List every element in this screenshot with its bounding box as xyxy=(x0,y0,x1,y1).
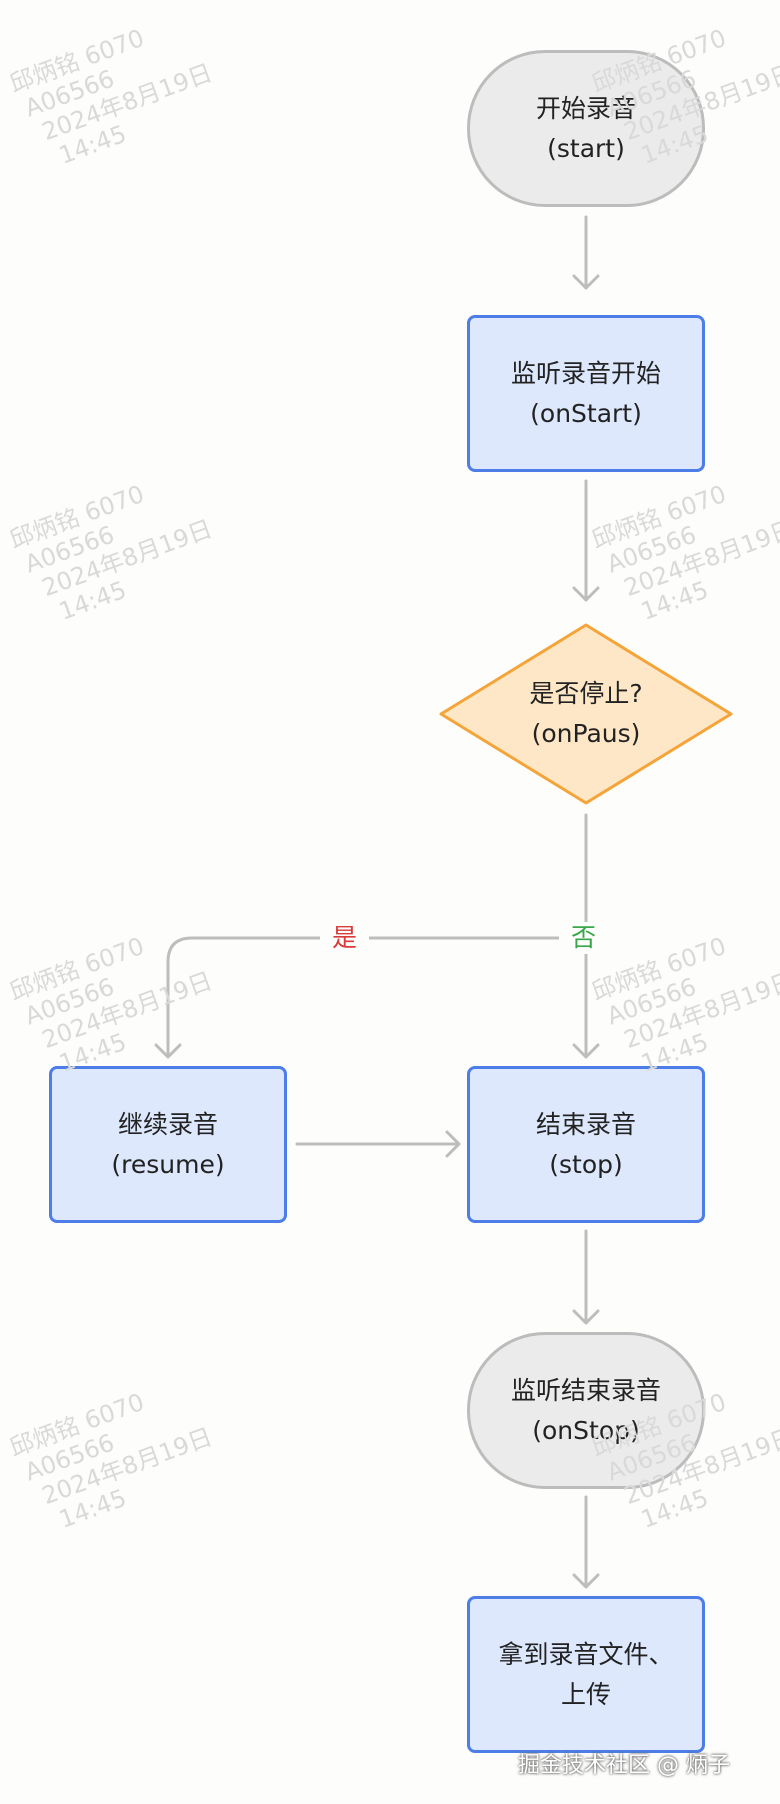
node-upload-file: 拿到录音文件、 上传 xyxy=(467,1596,705,1753)
node-decision-label: 是否停止? xyxy=(529,679,643,708)
credit-watermark: 掘金技术社区 @ 炳子 xyxy=(518,1753,730,1778)
edge-stop-to-onstop xyxy=(572,1229,600,1325)
node-on-start-code: (onStart) xyxy=(530,398,642,428)
node-start-label: 开始录音 xyxy=(535,93,636,123)
edge-start-to-onstart xyxy=(572,215,600,290)
decision-diamond xyxy=(439,623,733,805)
node-stop-recording: 结束录音 (stop) xyxy=(467,1066,705,1223)
node-on-stop-code: (onStop) xyxy=(532,1415,640,1445)
node-on-start: 监听录音开始 (onStart) xyxy=(467,315,705,472)
edge-onstop-to-upload xyxy=(572,1495,600,1589)
node-on-start-label: 监听录音开始 xyxy=(510,358,661,388)
node-resume-label: 继续录音 xyxy=(117,1109,218,1139)
node-decision-code: (onPaus) xyxy=(531,719,641,748)
edge-label-yes: 是 xyxy=(320,922,370,954)
node-upload-label: 拿到录音文件、 xyxy=(498,1639,674,1669)
edge-onstart-to-decision xyxy=(572,479,600,602)
node-start-code: (start) xyxy=(547,133,625,163)
node-start-recording: 开始录音 (start) xyxy=(467,50,705,207)
edge-resume-to-stop xyxy=(295,1130,461,1158)
node-on-stop: 监听结束录音 (onStop) xyxy=(467,1332,705,1489)
edge-label-no: 否 xyxy=(559,922,609,954)
node-stop-code: (stop) xyxy=(549,1149,623,1179)
node-upload-label-2: 上传 xyxy=(560,1679,611,1709)
edge-decision-to-resume xyxy=(154,936,588,1059)
node-resume-code: (resume) xyxy=(111,1149,225,1179)
node-decision-stop: 是否停止? (onPaus) xyxy=(438,622,734,806)
node-stop-label: 结束录音 xyxy=(535,1109,636,1139)
node-on-stop-label: 监听结束录音 xyxy=(510,1375,661,1405)
node-resume-recording: 继续录音 (resume) xyxy=(49,1066,287,1223)
